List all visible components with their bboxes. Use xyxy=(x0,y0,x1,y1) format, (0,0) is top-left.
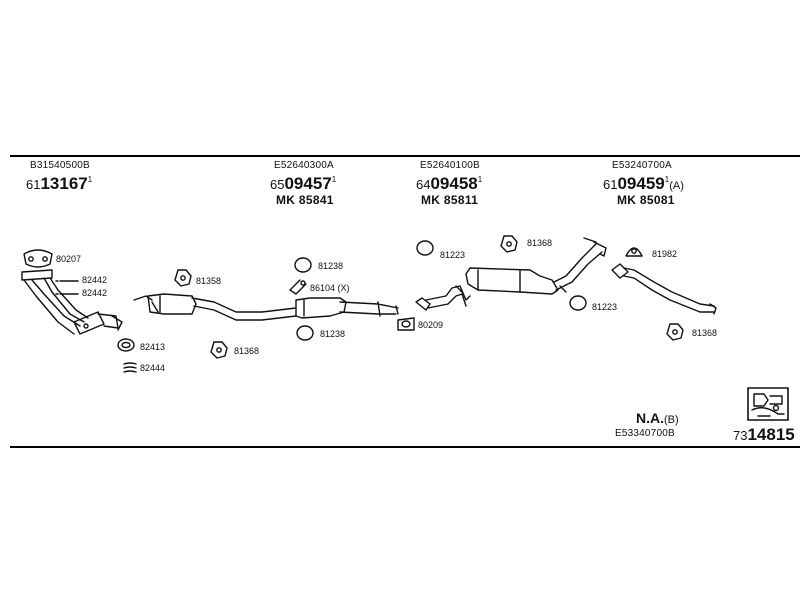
part-label-81223-b: 81223 xyxy=(592,302,618,312)
column-1-number-main: 13167 xyxy=(40,174,88,193)
na-label: N.A.(B) xyxy=(636,410,679,426)
column-3-number-prefix: 64 xyxy=(416,177,431,192)
final-number: 7314815 xyxy=(733,425,795,445)
column-4-code: E53240700A xyxy=(612,160,672,171)
part-label-81982: 81982 xyxy=(652,249,678,259)
column-4-number: 61094591(A) xyxy=(603,174,684,194)
column-2-mk: MK 85841 xyxy=(276,193,334,207)
column-4-number-prefix: 61 xyxy=(603,177,618,192)
rubber-mount-81368-c-icon xyxy=(666,323,684,341)
part-label-81223-a: 81223 xyxy=(440,250,466,260)
na-code: E53340700B xyxy=(615,428,675,439)
column-3-number: 64094581 xyxy=(416,174,482,194)
spring-82444-icon xyxy=(123,362,137,373)
part-label-82442-b: 82442 xyxy=(82,288,108,298)
middle-silencer-icon xyxy=(133,293,399,321)
part-label-81368-b: 81368 xyxy=(527,238,553,248)
column-3-code: E52640100B xyxy=(420,160,480,171)
part-label-81238-b: 81238 xyxy=(320,329,346,339)
rubber-mount-81368-b-icon xyxy=(500,235,518,253)
column-2-code: E52640300A xyxy=(274,160,334,171)
o-ring-81238-b-icon xyxy=(296,325,314,341)
hanger-81982-icon xyxy=(625,247,643,257)
part-label-80207: 80207 xyxy=(56,254,82,264)
column-2-number: 65094571 xyxy=(270,174,336,194)
column-2-number-prefix: 65 xyxy=(270,177,285,192)
final-number-prefix: 73 xyxy=(733,428,748,443)
o-ring-81223-a-icon xyxy=(416,240,434,256)
rear-silencer-icon xyxy=(415,237,607,311)
column-4-number-main: 09459 xyxy=(617,174,665,193)
rubber-mount-81368-a-icon xyxy=(210,341,228,359)
bottom-rule xyxy=(10,446,800,448)
part-label-81368-a: 81368 xyxy=(234,346,260,356)
part-label-82442-a: 82442 xyxy=(82,275,108,285)
top-rule xyxy=(10,155,800,157)
front-pipe-icon xyxy=(21,269,123,335)
part-label-81238-a: 81238 xyxy=(318,261,344,271)
column-1-number-sup: 1 xyxy=(87,175,93,184)
column-1-number-prefix: 61 xyxy=(26,177,41,192)
column-1-code: B31540500B xyxy=(30,160,90,171)
part-label-81368-c: 81368 xyxy=(692,328,718,338)
ring-82413-icon xyxy=(117,338,135,352)
column-2-number-main: 09457 xyxy=(284,174,332,193)
na-label-text: N.A. xyxy=(636,410,664,426)
o-ring-81223-b-icon xyxy=(569,295,587,311)
gasket-80209-icon xyxy=(397,317,415,331)
tail-pipe-icon xyxy=(611,263,717,315)
catalog-logo-icon xyxy=(747,387,789,421)
part-label-82444: 82444 xyxy=(140,363,166,373)
final-number-main: 14815 xyxy=(747,425,795,444)
rubber-mount-81358-icon xyxy=(174,269,192,287)
na-label-suffix: (B) xyxy=(664,414,679,426)
column-1-number: 61131671 xyxy=(26,174,92,194)
column-4-number-suffix: (A) xyxy=(669,180,684,192)
part-label-80209: 80209 xyxy=(418,320,444,330)
column-3-number-main: 09458 xyxy=(430,174,478,193)
column-4-mk: MK 85081 xyxy=(617,193,675,207)
o-ring-81238-a-icon xyxy=(294,257,312,273)
column-4-number-sup: 1 xyxy=(664,175,670,184)
column-2-number-sup: 1 xyxy=(331,175,337,184)
column-3-mk: MK 85811 xyxy=(421,193,479,207)
clamp-86104-icon xyxy=(289,279,307,295)
part-label-81358: 81358 xyxy=(196,276,222,286)
part-label-82413: 82413 xyxy=(140,342,166,352)
column-3-number-sup: 1 xyxy=(477,175,483,184)
gasket-80207-icon xyxy=(23,249,53,268)
part-label-86104: 86104 (X) xyxy=(310,283,350,293)
